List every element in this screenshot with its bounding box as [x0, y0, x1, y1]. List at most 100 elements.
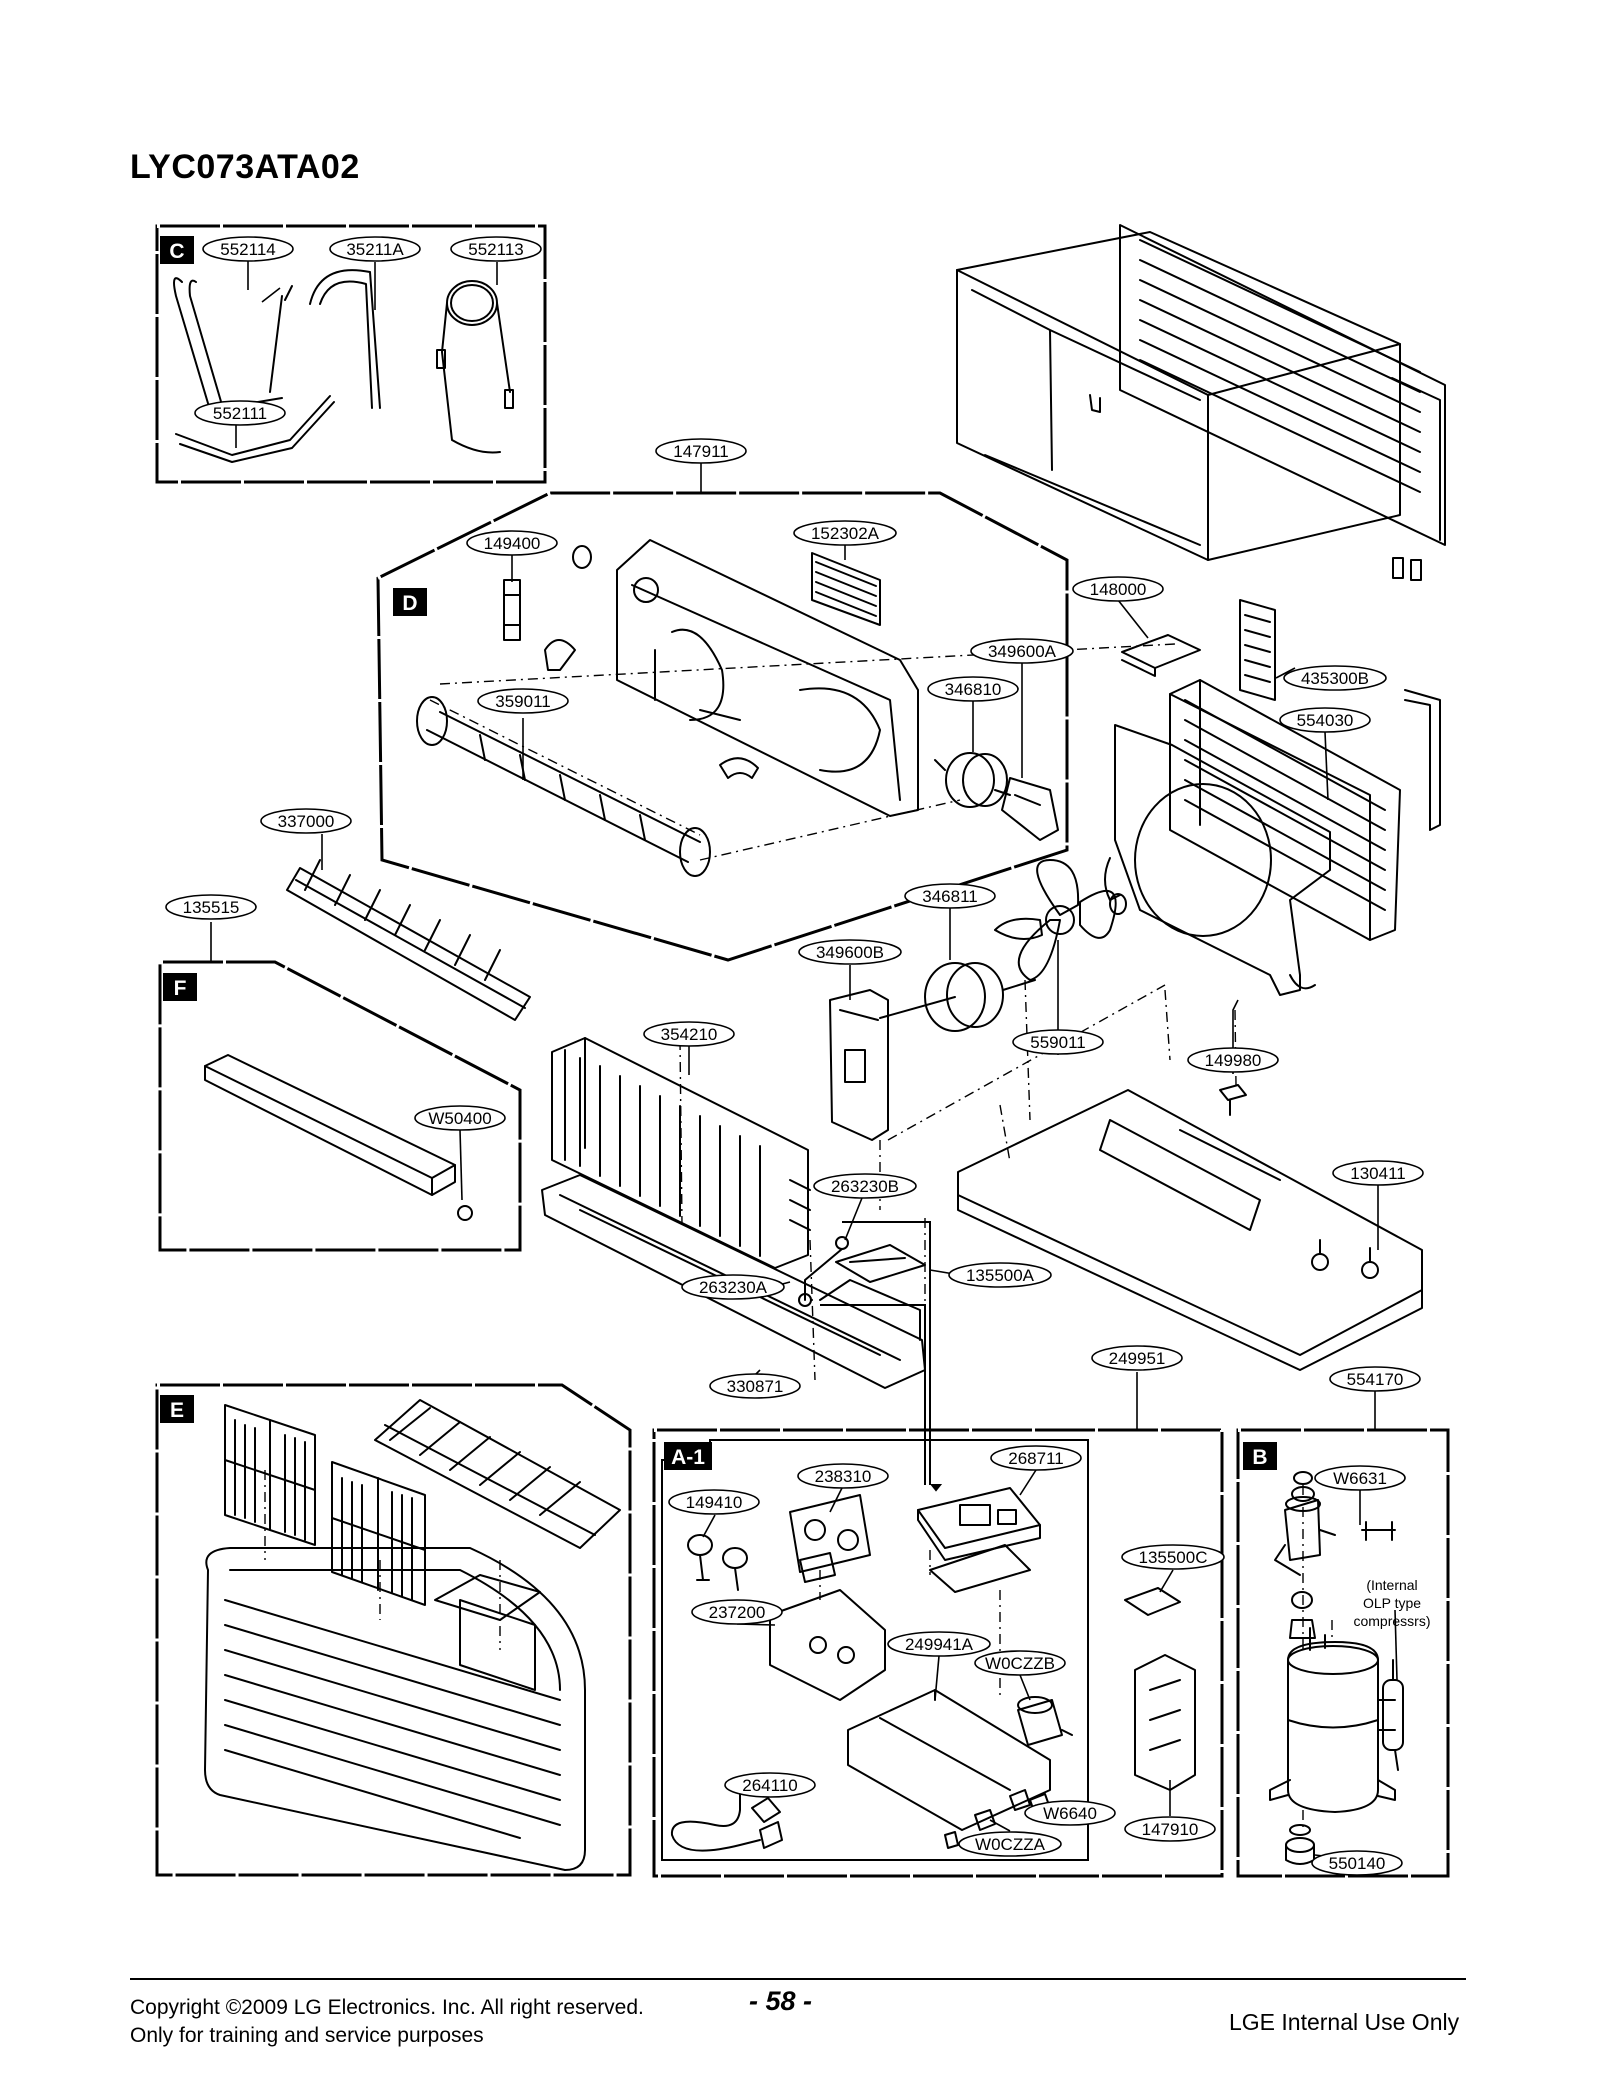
callout-337000: 337000: [278, 812, 335, 831]
thermostat-149980-part-drawing: [1219, 1084, 1247, 1116]
callout-559011: 559011: [1030, 1033, 1085, 1052]
callout-w0czza: W0CZZA: [975, 1835, 1046, 1854]
side-bracket-drawing: [1404, 689, 1441, 831]
callout-147910: 147910: [1142, 1820, 1199, 1839]
callout-149410: 149410: [686, 1493, 743, 1512]
motor-mount-349600b-drawing: [829, 989, 889, 1141]
callout-149400: 149400: [484, 534, 541, 553]
filter-right-drawing: [331, 1461, 426, 1606]
panel-435300b-drawing: [1239, 599, 1276, 701]
capillary-552113-drawing: [436, 280, 514, 454]
callout-249941a: 249941A: [905, 1635, 974, 1654]
callout-237200: 237200: [709, 1603, 766, 1622]
fan-559011-drawing: [994, 859, 1127, 981]
callout-359011: 359011: [495, 692, 550, 711]
callout-349600a: 349600A: [988, 642, 1057, 661]
pcb-268711-drawing: [917, 1487, 1041, 1593]
plate-147910-drawing: [1134, 1654, 1196, 1791]
callout-148000: 148000: [1090, 580, 1147, 599]
footer-divider: [130, 1978, 1466, 1980]
callout-354210: 354210: [661, 1025, 718, 1044]
base-pan-130411-drawing: [957, 1089, 1423, 1371]
section-label-e: E: [170, 1399, 184, 1422]
cover-237200-drawing: [769, 1552, 886, 1701]
motor-346811-drawing: [879, 962, 1036, 1032]
callout-268711: 268711: [1008, 1449, 1063, 1468]
condenser-554030-drawing: [1169, 679, 1401, 941]
sensor-263230-drawing: [798, 1236, 849, 1307]
callout-249951: 249951: [1109, 1349, 1166, 1368]
motor-mount-349600a-drawing: [1001, 777, 1059, 841]
tube-35211a-drawing: [309, 269, 381, 409]
olp-note-line-1: (Internal: [1366, 1577, 1417, 1593]
callout-238310: 238310: [815, 1467, 872, 1486]
callout-135500a: 135500A: [966, 1266, 1035, 1285]
bracket-148000-drawing: [1121, 634, 1201, 677]
clip-drawing: [719, 757, 759, 779]
callout-552111: 552111: [213, 404, 267, 423]
callout-w50400: W50400: [428, 1109, 491, 1128]
callout-346810: 346810: [945, 680, 1002, 699]
callout-554170: 554170: [1347, 1370, 1404, 1389]
callout-263230b: 263230B: [831, 1177, 899, 1196]
blower-housing-drawing: [616, 539, 919, 817]
callout-w6631: W6631: [1333, 1469, 1387, 1488]
heater-135500c-drawing: [1124, 1587, 1181, 1616]
callout-554030: 554030: [1297, 711, 1354, 730]
grommet-550140-drawing: [1285, 1824, 1315, 1865]
olp-note: (Internal OLP type compressrs): [1353, 1577, 1430, 1629]
callout-149980: 149980: [1205, 1051, 1262, 1070]
section-badges: C D F E A-1 B: [160, 236, 1277, 1470]
cabinet-sleeve-drawing: [956, 231, 1401, 561]
callout-35211a: 35211A: [346, 240, 404, 259]
tube-552111-drawing: [175, 395, 335, 463]
callout-130411: 130411: [1350, 1164, 1405, 1183]
callout-435300b: 435300B: [1301, 669, 1369, 688]
internal-use-text: LGE Internal Use Only: [1229, 2009, 1460, 2035]
terminal-w0czza-drawing: [944, 1809, 996, 1849]
section-label-d: D: [402, 592, 417, 615]
olp-note-line-2: OLP type: [1363, 1595, 1421, 1611]
capacitor-w0czzb-drawing: [1017, 1696, 1073, 1746]
exploded-view-diagram: C D F E A-1 B: [155, 224, 1450, 1878]
callout-330871: 330871: [727, 1377, 784, 1396]
callout-135500c: 135500C: [1138, 1548, 1207, 1567]
callout-152302a: 152302A: [811, 524, 880, 543]
model-title: LYC073ATA02: [130, 148, 360, 186]
rear-grille-drawing: [1119, 224, 1446, 581]
bearing-149400-drawing: [503, 545, 592, 671]
section-label-f: F: [174, 977, 187, 1000]
section-label-a1: A-1: [671, 1446, 705, 1469]
callout-147911: 147911: [673, 442, 728, 461]
callout-552113: 552113: [468, 240, 523, 259]
cross-flow-fan-359011-drawing: [416, 696, 711, 877]
training-note: Only for training and service purposes: [130, 2024, 484, 2047]
olp-note-line-3: compressrs): [1353, 1613, 1430, 1629]
copyright-text: Copyright ©2009 LG Electronics. Inc. All…: [130, 1996, 644, 2019]
page-number: - 58 -: [749, 1986, 813, 2016]
callout-264110: 264110: [742, 1776, 797, 1795]
compressor-drawing: [1269, 1627, 1404, 1813]
callout-346811: 346811: [922, 887, 977, 906]
control-panel-238310-drawing: [789, 1494, 871, 1573]
callout-552114: 552114: [220, 240, 275, 259]
callout-550140: 550140: [1329, 1854, 1386, 1873]
callout-w0czzb: W0CZZB: [985, 1654, 1055, 1673]
callout-135515: 135515: [183, 898, 240, 917]
section-label-b: B: [1252, 1446, 1267, 1469]
shroud-149980-drawing: [1104, 724, 1331, 996]
evaporator-354210-drawing: [551, 1037, 811, 1269]
grille-337000-drawing: [286, 859, 531, 1021]
duct-w50400-drawing: [204, 1054, 473, 1221]
callout-263230a: 263230A: [699, 1278, 768, 1297]
tube-552114-drawing: [173, 277, 293, 411]
front-panel-drawing: [204, 1547, 586, 1871]
filter-left-drawing: [224, 1404, 316, 1546]
knob-149410-drawing: [687, 1534, 748, 1591]
section-label-c: C: [169, 240, 184, 263]
power-cord-264110-drawing: [670, 1784, 783, 1852]
callout-349600b: 349600B: [816, 943, 884, 962]
motor-346810-drawing: [934, 752, 1011, 808]
callout-w6640: W6640: [1043, 1804, 1097, 1823]
discharge-grille-drawing: [374, 1399, 621, 1549]
